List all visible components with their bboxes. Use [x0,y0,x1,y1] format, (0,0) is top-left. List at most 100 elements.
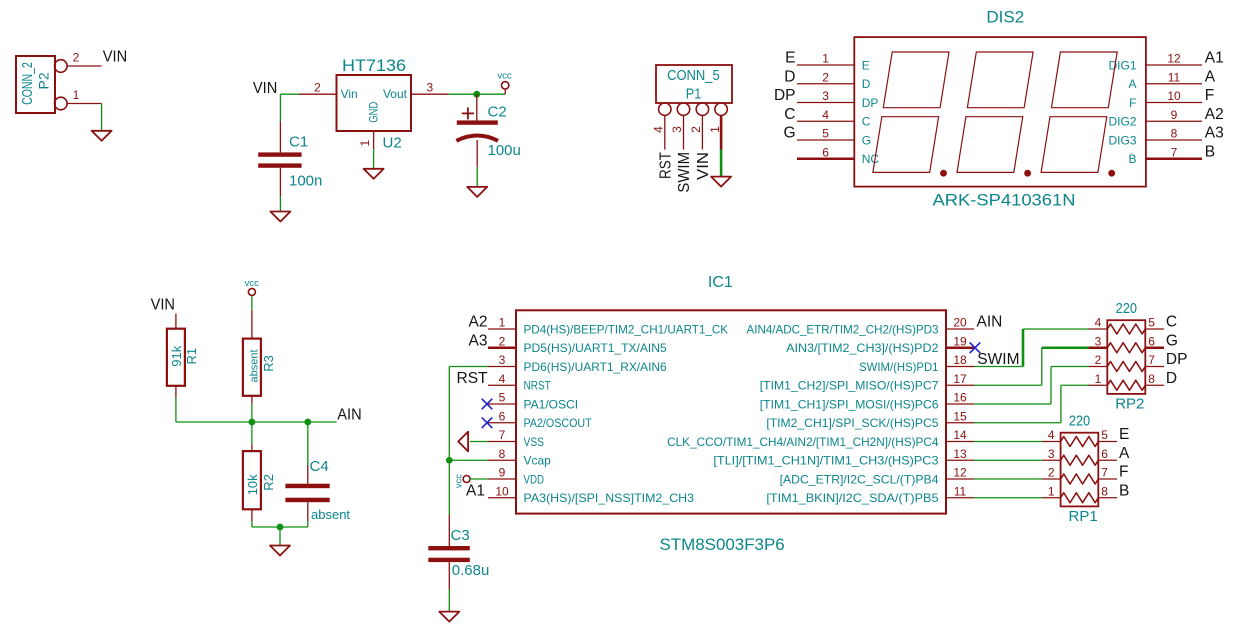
svg-text:D: D [1166,370,1177,387]
svg-text:4: 4 [1048,428,1055,442]
svg-text:AIN: AIN [977,314,1003,331]
svg-text:STM8S003F3P6: STM8S003F3P6 [660,535,785,554]
svg-text:12: 12 [1167,52,1181,66]
svg-text:7: 7 [499,428,506,442]
svg-text:16: 16 [953,391,967,405]
svg-text:10: 10 [1167,89,1181,103]
svg-text:6: 6 [499,409,506,423]
svg-text:vcc: vcc [245,278,260,289]
svg-text:Vin: Vin [341,87,358,101]
svg-text:C4: C4 [310,458,329,475]
svg-text:AIN: AIN [337,407,361,424]
svg-text:VSS: VSS [524,435,545,449]
svg-text:4: 4 [822,108,829,122]
svg-text:E: E [1119,426,1129,443]
svg-text:GND: GND [367,101,381,122]
svg-text:AIN4/ADC_ETR/TIM2_CH2/(HS)PD3: AIN4/ADC_ETR/TIM2_CH2/(HS)PD3 [747,322,939,336]
svg-text:14: 14 [953,428,967,442]
svg-text:2: 2 [1095,353,1102,367]
svg-text:C3: C3 [451,527,470,544]
svg-text:13: 13 [953,447,967,461]
svg-text:A1: A1 [1205,50,1224,67]
svg-text:6: 6 [1101,447,1108,461]
svg-text:5: 5 [1101,428,1108,442]
svg-text:SWIM: SWIM [676,152,693,193]
svg-text:G: G [783,125,795,142]
svg-text:[TIM1_CH2]/SPI_MISO/(HS)PC7: [TIM1_CH2]/SPI_MISO/(HS)PC7 [760,379,939,393]
svg-text:C: C [1166,314,1177,331]
svg-text:20: 20 [953,316,967,330]
svg-text:9: 9 [499,466,506,480]
svg-text:10k: 10k [245,474,260,495]
svg-text:AIN3/[TIM2_CH3]/(HS)PD2: AIN3/[TIM2_CH3]/(HS)PD2 [786,341,939,355]
svg-text:VIN: VIN [253,80,277,97]
svg-text:P2: P2 [36,72,52,89]
svg-text:absent: absent [248,349,260,382]
svg-text:18: 18 [953,353,967,367]
svg-text:B: B [1205,143,1215,160]
svg-text:7: 7 [1148,353,1155,367]
svg-text:A1: A1 [466,482,485,499]
svg-text:A2: A2 [1205,106,1224,123]
svg-text:D: D [862,77,871,91]
svg-text:5: 5 [499,391,506,405]
svg-text:PA2/OSCOUT: PA2/OSCOUT [524,416,593,430]
svg-text:2: 2 [314,81,321,95]
svg-text:1: 1 [358,140,372,147]
svg-text:1: 1 [822,52,829,66]
svg-text:1: 1 [708,126,722,133]
svg-text:A3: A3 [1205,125,1224,142]
svg-text:Vcap: Vcap [524,454,552,468]
svg-text:9: 9 [1171,108,1178,122]
svg-text:8: 8 [1101,484,1108,498]
svg-text:3: 3 [427,81,434,95]
svg-text:3: 3 [822,89,829,103]
svg-text:4: 4 [652,126,666,133]
svg-text:DIG1: DIG1 [1108,58,1136,72]
svg-text:1: 1 [499,316,506,330]
svg-text:VIN: VIN [103,49,127,66]
svg-text:100u: 100u [488,142,521,159]
svg-text:15: 15 [953,409,967,423]
svg-text:C: C [784,106,795,123]
svg-text:5: 5 [1148,316,1155,330]
svg-text:A: A [1205,68,1216,85]
svg-text:PA1/OSCI: PA1/OSCI [524,397,579,411]
svg-text:[TIM2_CH1]/SPI_SCK/(HS)PC5: [TIM2_CH1]/SPI_SCK/(HS)PC5 [766,416,938,430]
svg-text:DP: DP [774,87,796,104]
svg-text:3: 3 [670,126,684,133]
svg-text:DP: DP [862,96,879,110]
svg-text:SWIM/(HS)PD1: SWIM/(HS)PD1 [859,360,939,374]
svg-text:6: 6 [1148,334,1155,348]
svg-text:[TIM1_BKIN]/I2C_SDA/(T)PB5: [TIM1_BKIN]/I2C_SDA/(T)PB5 [766,491,938,505]
svg-text:F: F [1205,87,1214,104]
svg-text:VDD: VDD [524,472,545,486]
svg-text:CONN_2: CONN_2 [19,62,36,105]
svg-text:PA3(HS)/[SPI_NSS]TIM2_CH3: PA3(HS)/[SPI_NSS]TIM2_CH3 [524,491,695,505]
svg-text:DIS2: DIS2 [986,8,1024,27]
svg-text:R2: R2 [261,474,276,491]
svg-text:8: 8 [1148,372,1155,386]
svg-text:C1: C1 [289,134,308,151]
svg-text:R3: R3 [261,355,276,372]
svg-text:2: 2 [1048,466,1055,480]
svg-text:RP1: RP1 [1069,508,1098,525]
svg-text:0.68u: 0.68u [452,562,490,579]
svg-text:2: 2 [822,70,829,84]
svg-text:SWIM: SWIM [977,351,1019,368]
svg-text:NC: NC [862,152,880,166]
svg-text:VIN: VIN [695,152,712,180]
svg-text:P1: P1 [686,86,702,103]
svg-text:E: E [862,58,870,72]
svg-text:CONN_5: CONN_5 [667,67,720,84]
svg-text:PD5(HS)/UART1_TX/AIN5: PD5(HS)/UART1_TX/AIN5 [524,341,668,355]
svg-text:DIG2: DIG2 [1108,115,1136,129]
svg-text:8: 8 [1171,127,1178,141]
svg-text:RST: RST [457,370,489,387]
svg-text:3: 3 [499,353,506,367]
svg-text:220: 220 [1116,300,1137,317]
svg-text:220: 220 [1069,413,1090,430]
svg-text:A: A [1128,77,1136,91]
svg-text:4: 4 [1095,316,1102,330]
svg-text:100n: 100n [289,172,322,189]
